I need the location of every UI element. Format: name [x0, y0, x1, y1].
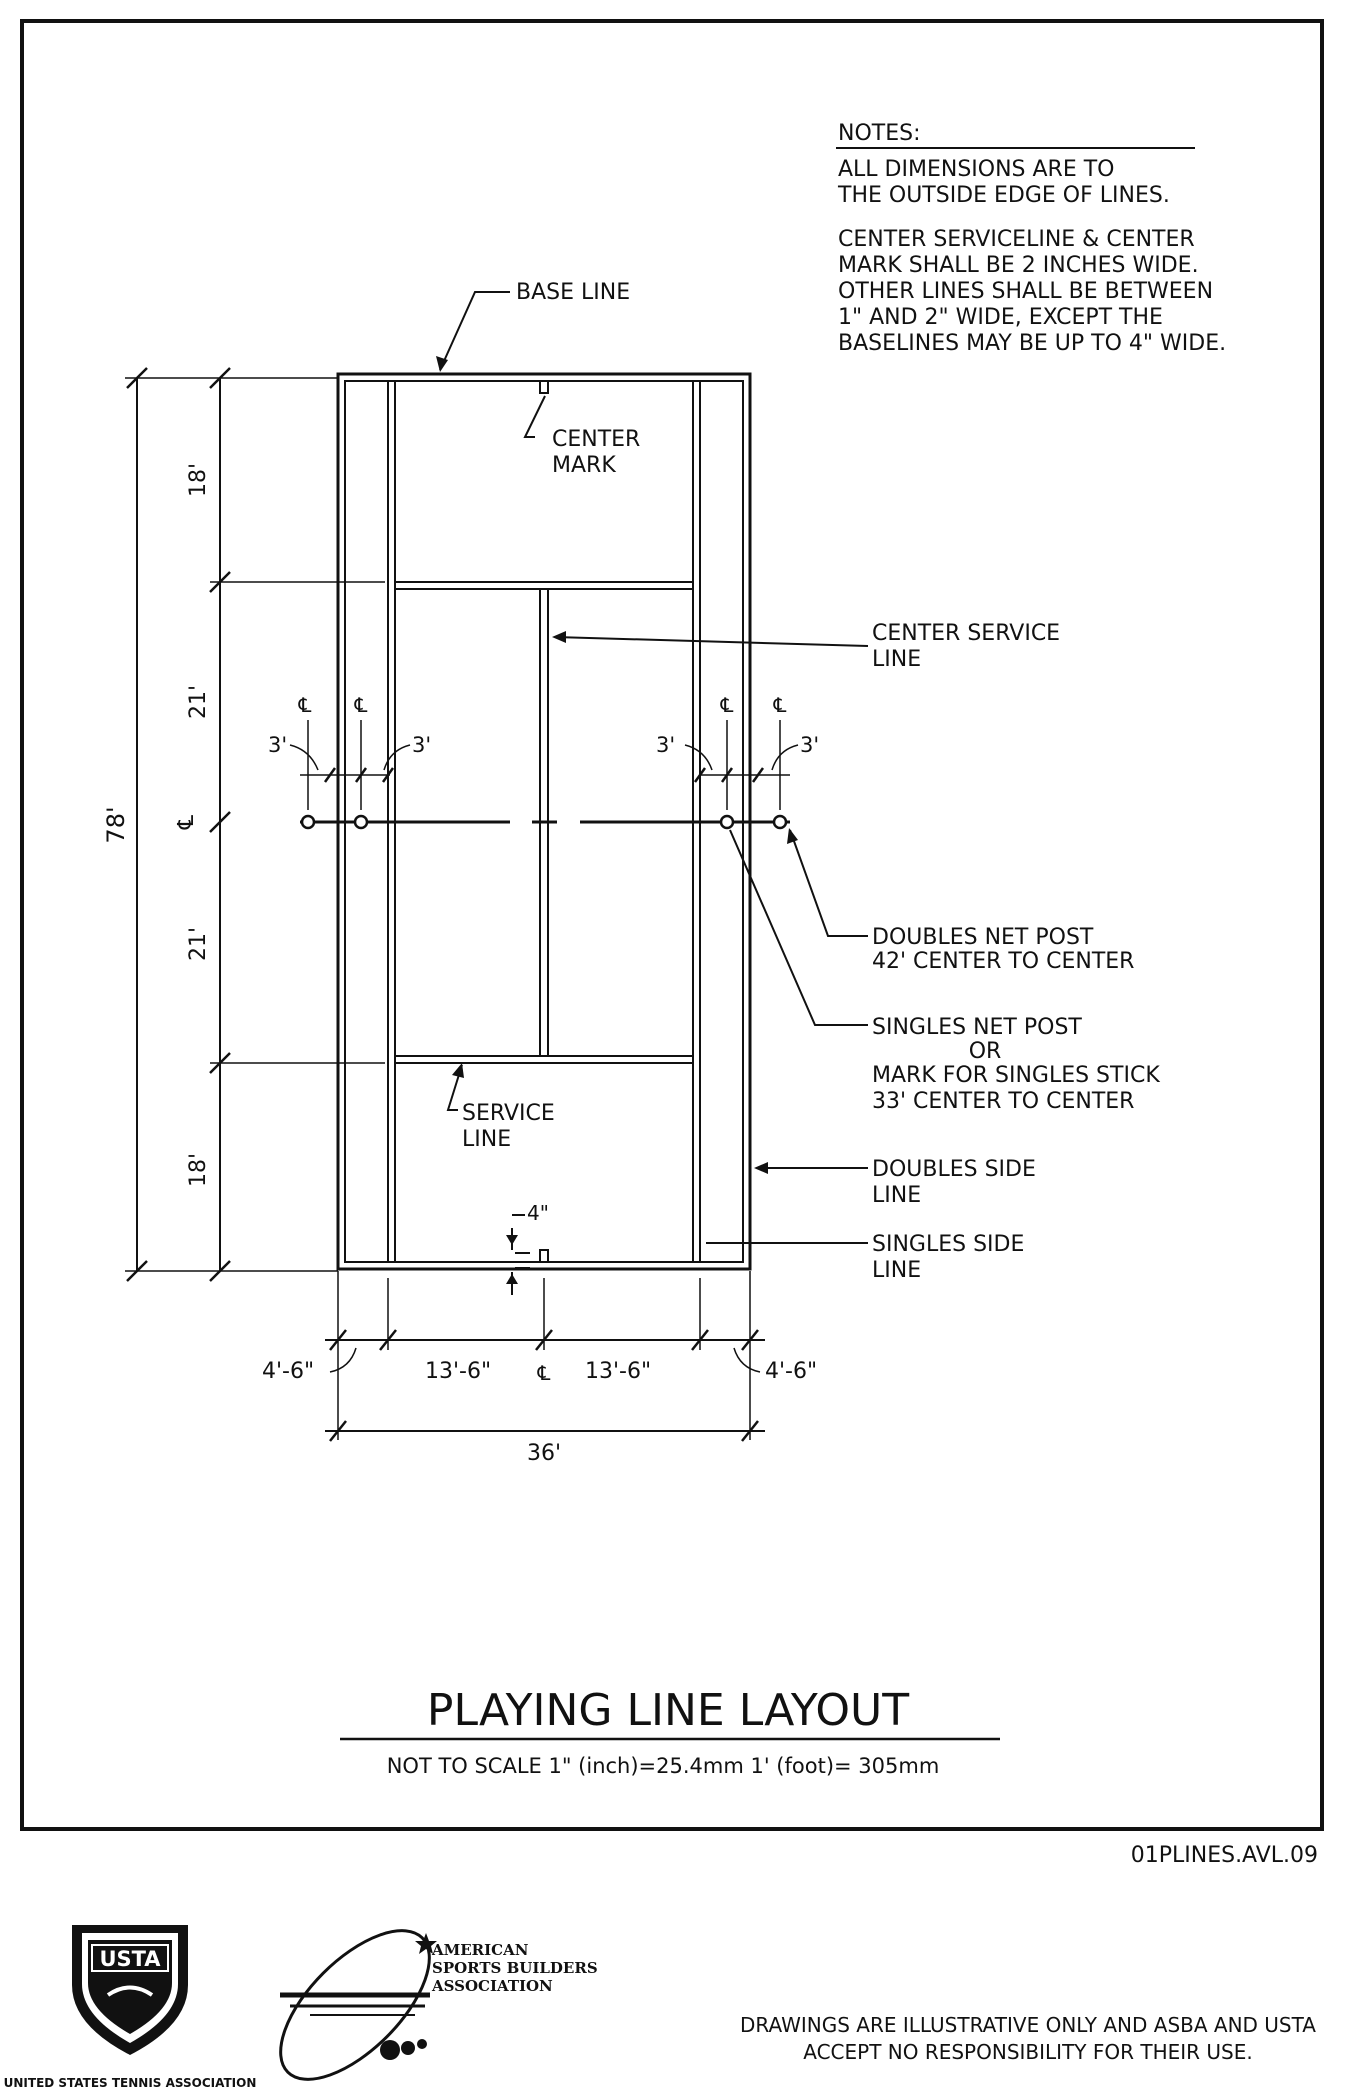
label-doubles-side-line: LINE	[872, 1183, 921, 1208]
notes-heading: NOTES:	[838, 121, 921, 146]
center-mark-top	[539, 381, 549, 394]
label-singles-net-post: 33' CENTER TO CENTER	[872, 1089, 1134, 1114]
centerline-symbol: ℄	[720, 693, 734, 717]
label-doubles-side-line: DOUBLES SIDE	[872, 1157, 1036, 1182]
doubles-net-post-left	[300, 814, 316, 830]
notes-line: BASELINES MAY BE UP TO 4" WIDE.	[838, 331, 1226, 356]
notes-line: THE OUTSIDE EDGE OF LINES.	[837, 183, 1170, 208]
usta-name: UNITED STATES TENNIS ASSOCIATION	[4, 2076, 257, 2090]
width-dimensions	[325, 1214, 765, 1442]
notes-line: MARK SHALL BE 2 INCHES WIDE.	[838, 253, 1199, 278]
label-singles-side-line: SINGLES SIDE	[872, 1232, 1024, 1257]
notes-line: OTHER LINES SHALL BE BETWEEN	[838, 279, 1213, 304]
label-singles-side-line: LINE	[872, 1258, 921, 1283]
notes-line: 1" AND 2" WIDE, EXCEPT THE	[838, 305, 1163, 330]
drawing-title: PLAYING LINE LAYOUT	[427, 1685, 909, 1736]
dim-service-left: 13'-6"	[425, 1359, 491, 1384]
dim-alley-right: 4'-6"	[765, 1359, 817, 1384]
label-singles-net-post: OR	[969, 1039, 1002, 1064]
asba-name: ASSOCIATION	[431, 1977, 553, 1995]
doubles-net-post-right	[772, 814, 788, 830]
label-singles-net-post: MARK FOR SINGLES STICK	[872, 1063, 1160, 1088]
center-mark-bottom	[539, 1249, 549, 1262]
disclaimer-line: ACCEPT NO RESPONSIBILITY FOR THEIR USE.	[803, 2040, 1253, 2064]
drawing-border	[20, 19, 1324, 1831]
label-center-service-line: LINE	[872, 647, 921, 672]
singles-net-post-right	[719, 814, 735, 830]
centerline-symbol: ℄	[174, 814, 199, 830]
dim-total-length: 78'	[102, 806, 130, 843]
label-center-service-line: CENTER SERVICE	[872, 621, 1060, 646]
label-center-mark: MARK	[552, 453, 616, 478]
dim-18-bottom: 18'	[186, 1153, 211, 1187]
asba-name: AMERICAN	[431, 1941, 529, 1959]
centerline-symbol: ℄	[354, 693, 368, 717]
dim-post-offset: 3'	[800, 733, 819, 757]
centerline-symbol: ℄	[537, 1361, 551, 1385]
dim-18-top: 18'	[186, 463, 211, 497]
centerline-symbol: ℄	[298, 693, 312, 717]
label-singles-net-post: SINGLES NET POST	[872, 1015, 1082, 1040]
dim-alley-left: 4'-6"	[262, 1359, 314, 1384]
dim-post-offset: 3'	[656, 733, 675, 757]
tennis-court	[300, 372, 790, 1271]
label-center-mark: CENTER	[552, 427, 640, 452]
drawing-code: 01PLINES.AVL.09	[1131, 1843, 1318, 1868]
label-service-line: SERVICE	[462, 1101, 555, 1126]
label-doubles-net-post: 42' CENTER TO CENTER	[872, 949, 1134, 974]
usta-mark: USTA	[99, 1947, 161, 1971]
disclaimer-line: DRAWINGS ARE ILLUSTRATIVE ONLY AND ASBA …	[740, 2013, 1316, 2037]
asba-logo: AMERICAN SPORTS BUILDERS ASSOCIATION	[279, 1929, 598, 2081]
singles-net-post-left	[353, 814, 369, 830]
dim-center-mark-length: 4"	[527, 1201, 549, 1225]
label-service-line: LINE	[462, 1127, 511, 1152]
asba-name: SPORTS BUILDERS	[432, 1959, 598, 1977]
notes-block: NOTES: ALL DIMENSIONS ARE TO THE OUTSIDE…	[836, 121, 1226, 356]
notes-line: CENTER SERVICELINE & CENTER	[838, 227, 1195, 252]
dim-service-right: 13'-6"	[585, 1359, 651, 1384]
centerline-symbol: ℄	[773, 693, 787, 717]
dim-21-bottom: 21'	[186, 927, 211, 961]
dim-21-top: 21'	[186, 685, 211, 719]
label-base-line: BASE LINE	[516, 280, 630, 305]
post-offset-dimensions	[289, 720, 799, 810]
drawing-subtitle: NOT TO SCALE 1" (inch)=25.4mm 1' (foot)=…	[387, 1754, 940, 1778]
length-dimensions	[125, 367, 385, 1282]
leader-lines	[436, 291, 869, 1244]
dim-post-offset: 3'	[412, 733, 431, 757]
dim-total-width: 36'	[527, 1441, 561, 1466]
label-doubles-net-post: DOUBLES NET POST	[872, 925, 1094, 950]
notes-line: ALL DIMENSIONS ARE TO	[838, 157, 1115, 182]
dim-post-offset: 3'	[268, 733, 287, 757]
usta-logo: USTA UNITED STATES TENNIS ASSOCIATION	[4, 1925, 257, 2090]
